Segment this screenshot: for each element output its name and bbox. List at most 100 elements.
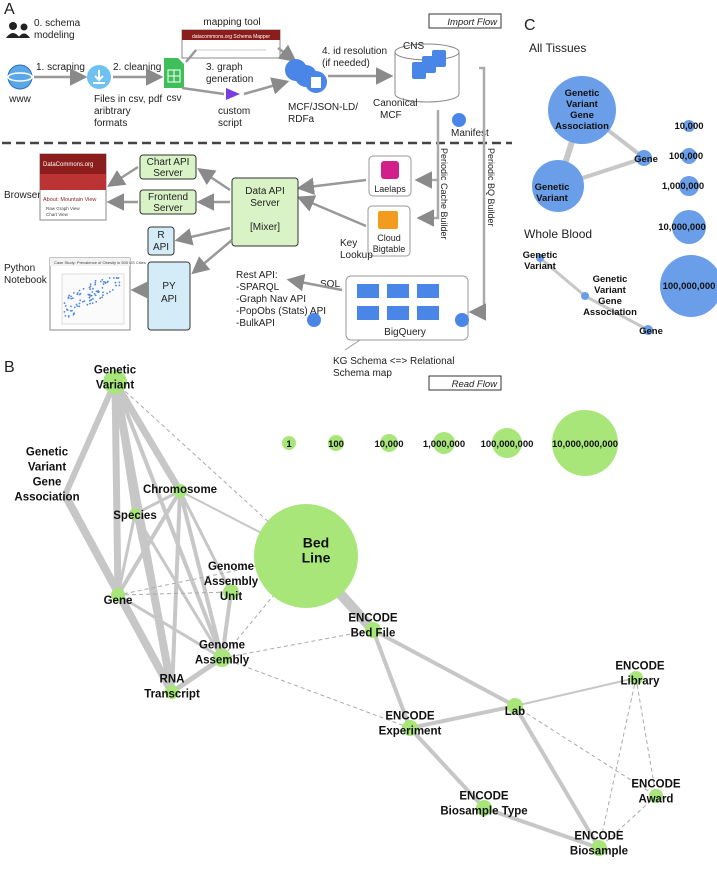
- b-node-chr: [173, 484, 187, 498]
- b-legend-bubble-3: [380, 434, 398, 452]
- notebook-titlebar: [50, 258, 130, 266]
- panel-b: B 1 100 10,000 1,000,000 100,000,000 10,…: [4, 359, 681, 858]
- panel-b-label: B: [4, 359, 15, 376]
- b-edge-ebt-ebs: [483, 806, 600, 850]
- b-node-label-ebs-1: Biosample: [570, 846, 628, 858]
- notebook-point: [118, 284, 121, 287]
- c-top-gvga-l2: Variant: [566, 99, 599, 110]
- bigtable-icon: [378, 211, 398, 229]
- notebook-point: [115, 277, 118, 279]
- b-node-label-lab-0: Lab: [505, 706, 525, 718]
- notebook-point: [70, 305, 72, 308]
- files-line3: formats: [94, 118, 127, 129]
- b-edge-gv-chr: [111, 380, 184, 493]
- c-bottom-gene-node: [643, 325, 653, 335]
- key-lookup-line2: Lookup: [340, 250, 373, 261]
- arrow-cache-laelaps: [414, 110, 440, 189]
- notebook-point: [76, 305, 79, 307]
- c-top-gene-label: Gene: [634, 154, 658, 165]
- notebook-point: [92, 298, 94, 300]
- notebook-point: [108, 277, 111, 279]
- notebook-point: [102, 294, 104, 296]
- arrow-bigquery-mixer: [286, 274, 343, 292]
- graph-gen-line1: 3. graph: [206, 62, 243, 73]
- c-legend-bubble-2: [681, 148, 697, 164]
- b-legend-label-6: 10,000,000,000: [552, 439, 618, 450]
- b-node-label-ga-1: Assembly: [195, 655, 250, 667]
- browser-link-raw: Raw Graph View: [46, 206, 80, 211]
- b-node-elib: [629, 671, 643, 685]
- laelaps-icon: [381, 161, 399, 179]
- notebook-point: [73, 306, 76, 309]
- b-edge-gau-ga: [220, 591, 233, 659]
- b-node-label-ga-0: Genome: [199, 640, 245, 652]
- rest-api-line1: Rest API:: [236, 270, 278, 281]
- b-node-label-gvga-3: Association: [14, 492, 79, 504]
- b-legend-label-4: 1,000,000: [423, 439, 465, 450]
- c-top-gv-node: [532, 160, 584, 212]
- b-node-label-sp-0: Species: [113, 510, 156, 522]
- notebook-point: [106, 292, 108, 295]
- notebook-point: [78, 302, 81, 305]
- b-nodes: GeneticVariantGeneticVariantGeneAssociat…: [14, 365, 681, 858]
- notebook-point: [89, 285, 92, 288]
- notebook-point: [68, 294, 71, 297]
- r-api-line1: R: [157, 230, 164, 241]
- notebook-point: [118, 281, 121, 284]
- b-dashed-edge-ga-eexp: [221, 657, 411, 729]
- notebook-point: [106, 281, 109, 283]
- b-dashed-edge-gene-gau: [117, 591, 232, 596]
- notebook-point: [67, 315, 70, 317]
- kg-schema-line1: KG Schema <=> Relational: [333, 356, 454, 367]
- b-legend-bubble-2: [328, 435, 344, 451]
- kg-schema-line2: Schema map: [333, 368, 392, 379]
- c-legend-bubble-3: [679, 176, 699, 196]
- arrow-bq-builder: [468, 66, 486, 321]
- notebook-point: [76, 292, 79, 294]
- notebook-point: [102, 291, 104, 294]
- notebook-point: [95, 290, 98, 293]
- cns-database: [394, 43, 460, 103]
- b-edge-chr-sp: [134, 489, 181, 516]
- b-node-label-eaw-0: ENCODE: [631, 779, 681, 791]
- c-bottom-gv-l2: Variant: [524, 261, 557, 272]
- schema-map-pointer: [344, 339, 361, 351]
- notebook-point: [75, 303, 78, 306]
- py-api-box: [147, 261, 191, 331]
- b-node-sp: [129, 508, 141, 520]
- c-bottom-gvga-l1: Genetic: [593, 274, 628, 285]
- notebook-point: [94, 294, 97, 297]
- c-bottom-gvga-l2: Variant: [594, 285, 627, 296]
- notebook-point: [89, 288, 92, 291]
- people-icon: [6, 22, 30, 38]
- b-node-label-bed-1: Line: [302, 550, 331, 566]
- b-node-bed: [254, 504, 358, 608]
- schema-step-line2: modeling: [34, 30, 75, 41]
- notebook-point: [93, 293, 96, 295]
- b-node-rna: [165, 685, 179, 699]
- chart-api-line1: Chart API: [147, 157, 190, 168]
- b-node-ebf: [365, 622, 381, 638]
- notebook-point: [99, 280, 102, 283]
- notebook-point: [90, 294, 93, 297]
- b-node-gau: [223, 584, 239, 600]
- browser-link-chart: Chart View: [46, 212, 69, 217]
- b-node-eexp: [402, 720, 418, 736]
- b-legend-label-2: 100: [328, 439, 344, 450]
- import-flow-tag: [428, 13, 502, 29]
- c-legend-label-5: 100,000,000: [663, 281, 716, 292]
- b-edge-chr-gene: [116, 489, 182, 597]
- periodic-cache-label: Periodic Cache Builder: [439, 148, 449, 240]
- notebook-line2: Notebook: [4, 275, 48, 286]
- arrow-bigtable-mixer: [296, 195, 367, 228]
- c-bottom-gvga-node: [581, 292, 589, 300]
- notebook-point: [72, 297, 74, 299]
- notebook-point: [76, 293, 79, 296]
- script-icon: [226, 88, 240, 100]
- import-flow-label: Import Flow: [447, 17, 498, 28]
- c-legend-label-2: 100,000: [669, 151, 703, 162]
- notebook-point: [112, 289, 114, 291]
- notebook-point: [104, 282, 107, 284]
- b-node-gene: [111, 588, 125, 602]
- arrow-csv-script: [181, 86, 225, 96]
